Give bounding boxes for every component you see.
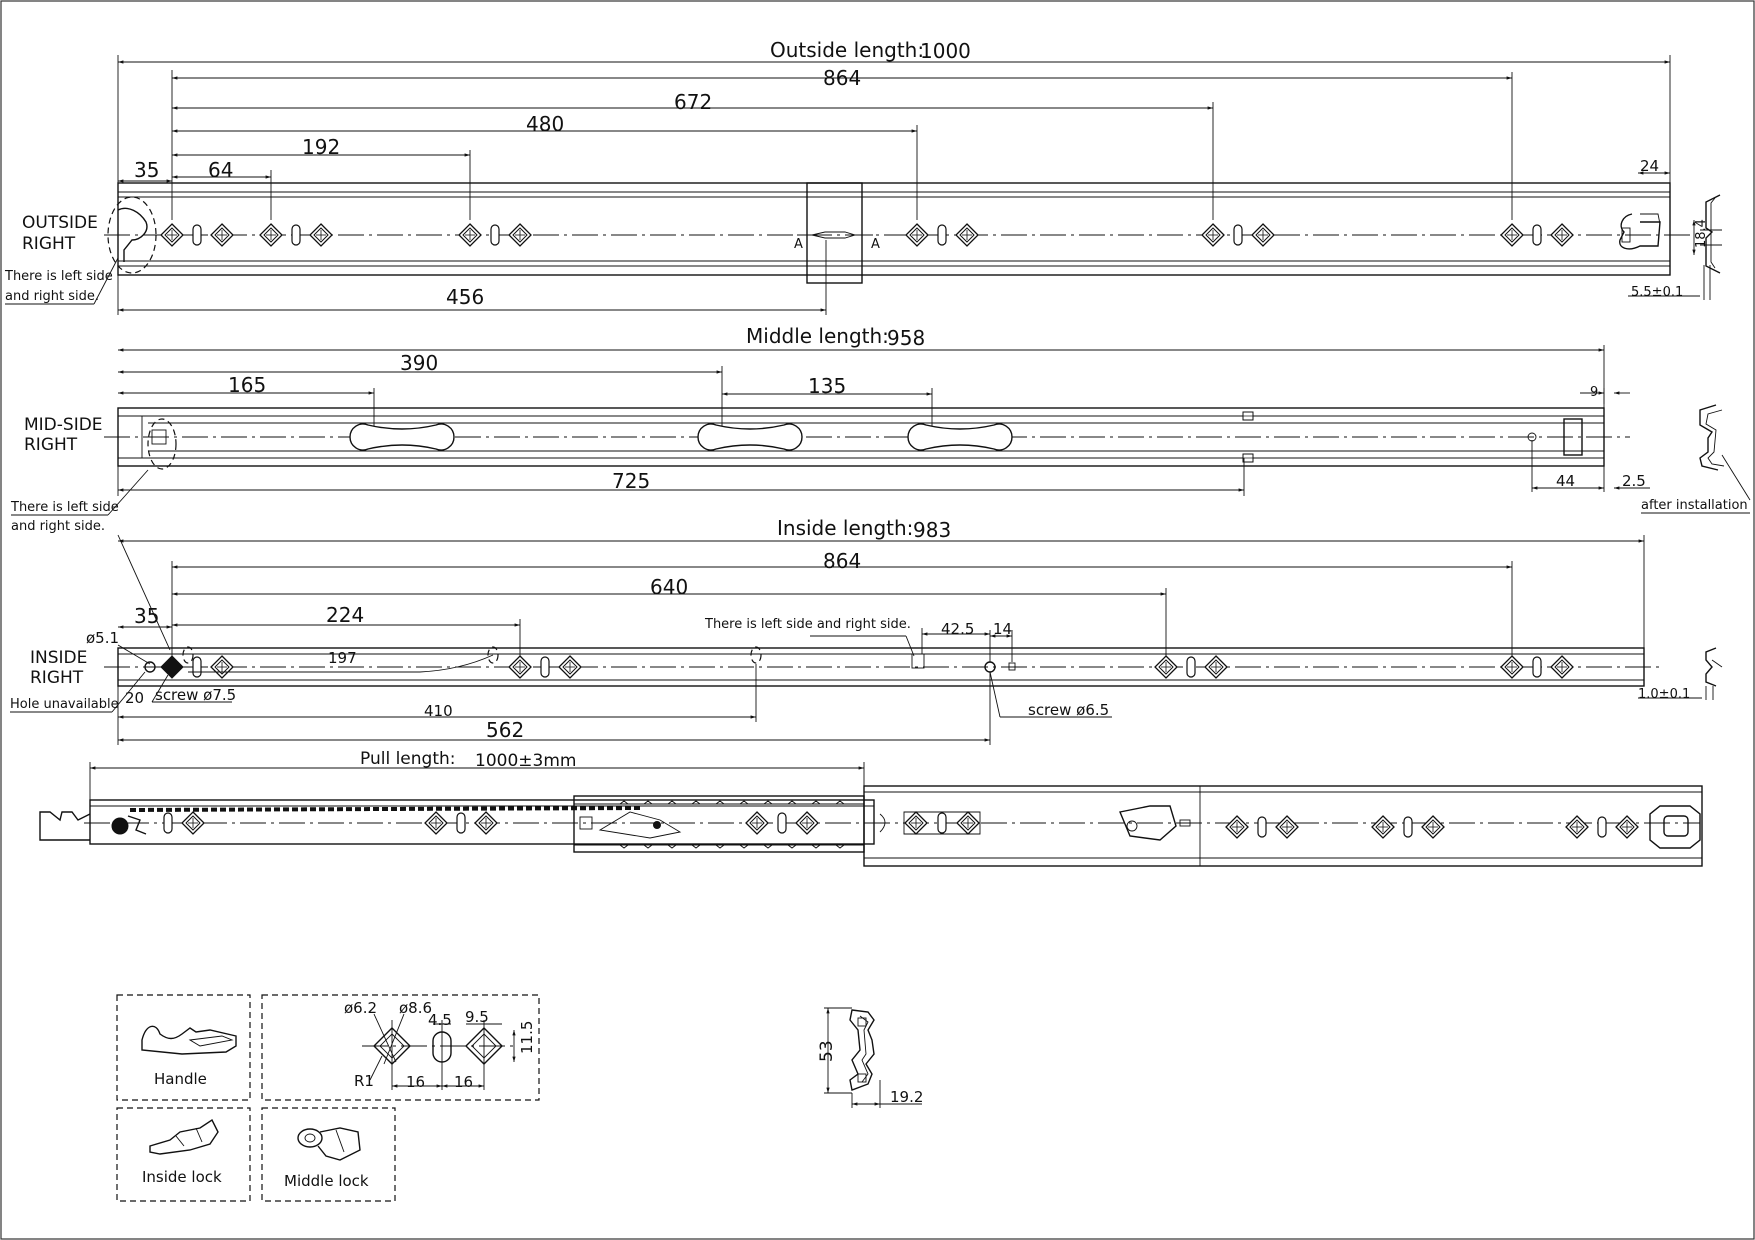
- outside-member-view: Outside length: 1000 864 672 480 192 64 …: [4, 38, 1722, 315]
- dim-42-5: 42.5: [941, 620, 974, 638]
- dim-2-5: 2.5: [1622, 472, 1646, 490]
- dim-9-5: 9.5: [465, 1008, 489, 1026]
- dim-456: 456: [446, 285, 484, 309]
- outside-note-2: and right side.: [5, 289, 99, 304]
- dim-672: 672: [674, 90, 712, 114]
- inside-side-note: There is left side and right side.: [704, 617, 911, 632]
- middle-title-value: 958: [887, 326, 925, 350]
- dim-4-5: 4.5: [428, 1011, 452, 1029]
- dim-r1: R1: [354, 1072, 374, 1090]
- inside-member-view: Inside length: 983 864 640 224 35: [10, 516, 1723, 745]
- dim-390: 390: [400, 351, 438, 375]
- dim-864: 864: [823, 66, 861, 90]
- dim-5-5: 5.5±0.1: [1631, 285, 1683, 300]
- dim-192: 192: [302, 135, 340, 159]
- inside-lock-label: Inside lock: [142, 1168, 222, 1186]
- dim-640: 640: [650, 575, 688, 599]
- after-installation-note: after installation: [1641, 498, 1748, 513]
- dim-165: 165: [228, 373, 266, 397]
- dim-224: 224: [326, 603, 364, 627]
- parts-legend: Handle Inside lock Middle lock: [116, 994, 540, 1202]
- profile-width: 19.2: [890, 1088, 923, 1106]
- dim-410: 410: [424, 702, 453, 720]
- dim-197: 197: [328, 649, 357, 667]
- dim-14: 14: [993, 620, 1012, 638]
- middle-note-1: There is left side: [10, 500, 119, 515]
- pull-assembly-view: Pull length: 1000±3mm: [39, 749, 1703, 867]
- middle-lock-label: Middle lock: [284, 1172, 369, 1190]
- dim-1-0: 1.0±0.1: [1638, 687, 1690, 702]
- outside-title: Outside length:: [770, 38, 924, 62]
- profile-height: 53: [817, 1040, 837, 1062]
- outside-side-label: OUTSIDE: [22, 213, 98, 233]
- dim-inside-35: 35: [134, 604, 159, 628]
- dim-44: 44: [1556, 472, 1575, 490]
- handle-part-icon: [141, 1025, 237, 1055]
- section-mark-a-right: A: [871, 237, 880, 252]
- middle-title: Middle length:: [746, 324, 889, 348]
- outside-note-1: There is left side: [4, 269, 113, 284]
- dim-16-a: 16: [406, 1073, 425, 1091]
- outside-side-label-2: RIGHT: [22, 234, 76, 254]
- hole-detail: [362, 1013, 516, 1090]
- dim-11-5: 11.5: [518, 1021, 536, 1054]
- handle-label: Handle: [154, 1070, 207, 1088]
- dim-20: 20: [125, 689, 144, 707]
- outside-title-value: 1000: [920, 39, 971, 63]
- screw-7-5-label: screw ø7.5: [155, 686, 236, 704]
- dim-16-b: 16: [454, 1073, 473, 1091]
- dim-o8-6: ø8.6: [399, 999, 432, 1017]
- middle-side-label-2: RIGHT: [24, 435, 78, 455]
- dim-9: 9: [1590, 385, 1598, 400]
- screw-6-5-label: screw ø6.5: [1028, 701, 1109, 719]
- dim-562: 562: [486, 718, 524, 742]
- pull-title: Pull length:: [360, 749, 456, 769]
- inside-side-label-2: RIGHT: [30, 668, 84, 688]
- profile-section: 53 19.2: [817, 1007, 923, 1108]
- dim-35: 35: [134, 158, 159, 182]
- inside-title-value: 983: [913, 518, 951, 542]
- middle-member-view: Middle length: 958 390 165 135 9: [10, 324, 1751, 534]
- inside-side-label: INSIDE: [30, 648, 87, 668]
- middle-lock-part-icon: [297, 1127, 361, 1161]
- hole-unavailable-note: Hole unavailable: [10, 697, 119, 712]
- inside-title: Inside length:: [777, 516, 913, 540]
- dim-480: 480: [526, 112, 564, 136]
- dim-o6-2: ø6.2: [344, 999, 377, 1017]
- dim-inside-864: 864: [823, 549, 861, 573]
- dim-18-4: 18.4: [1694, 219, 1709, 248]
- dim-64: 64: [208, 158, 233, 182]
- dim-725: 725: [612, 469, 650, 493]
- dim-o5-1: ø5.1: [86, 629, 119, 647]
- middle-side-label: MID-SIDE: [24, 415, 103, 435]
- pull-title-value: 1000±3mm: [475, 751, 576, 771]
- inside-lock-part-icon: [149, 1118, 219, 1155]
- dim-135: 135: [808, 374, 846, 398]
- section-mark-a-left: A: [794, 237, 803, 252]
- dim-24: 24: [1640, 157, 1659, 175]
- middle-note-2: and right side.: [11, 519, 105, 534]
